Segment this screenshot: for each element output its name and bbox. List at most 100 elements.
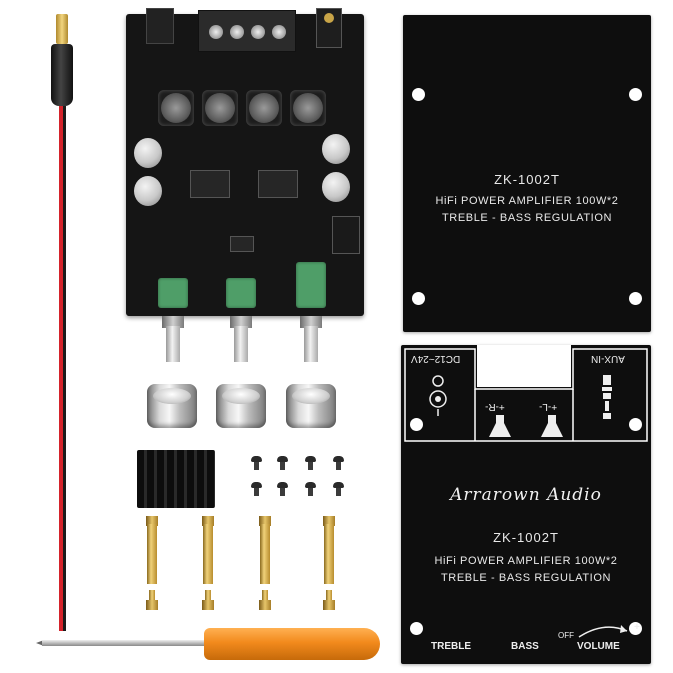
bass-label: BASS bbox=[511, 641, 539, 652]
standoff-thread bbox=[149, 590, 155, 602]
dc-plug-tip bbox=[56, 14, 68, 44]
bass-potentiometer bbox=[226, 278, 256, 308]
pot-shaft-base bbox=[162, 316, 184, 328]
mounting-hole bbox=[412, 88, 425, 101]
dc-plug-body bbox=[51, 44, 73, 106]
amplifier-chip bbox=[190, 170, 230, 198]
aluminum-knob bbox=[147, 384, 197, 428]
brass-standoff bbox=[147, 524, 157, 584]
standoff-nut bbox=[259, 600, 271, 610]
mounting-screw bbox=[305, 482, 316, 496]
terminal-screw bbox=[209, 25, 223, 39]
right-channel-label: +-R- bbox=[485, 401, 505, 412]
brass-standoff bbox=[260, 524, 270, 584]
dc-voltage-label: DC12~24V bbox=[411, 353, 461, 364]
screwdriver-tip bbox=[36, 640, 44, 646]
capacitor bbox=[322, 172, 350, 202]
brass-standoff bbox=[203, 524, 213, 584]
aluminum-knob bbox=[286, 384, 336, 428]
model-label: ZK-1002T bbox=[493, 530, 559, 545]
ic-chip bbox=[230, 236, 254, 252]
mounting-screw bbox=[333, 482, 344, 496]
mounting-hole bbox=[412, 292, 425, 305]
volume-arc-icon bbox=[578, 625, 628, 638]
mounting-hole bbox=[410, 418, 423, 431]
volume-plus-label: + bbox=[634, 622, 640, 633]
mounting-hole bbox=[629, 622, 642, 635]
aux-in-label: AUX-IN bbox=[591, 353, 625, 364]
pot-shaft bbox=[166, 326, 180, 362]
aluminum-knob bbox=[216, 384, 266, 428]
standoff-nut bbox=[202, 600, 214, 610]
mounting-screw bbox=[251, 482, 262, 496]
model-label: ZK-1002T bbox=[494, 172, 560, 187]
speaker-icon bbox=[541, 415, 563, 437]
regulation-label: TREBLE - BASS REGULATION bbox=[441, 212, 613, 224]
knob-cap bbox=[222, 388, 260, 404]
aux-plug-icon bbox=[602, 375, 612, 419]
standoff-thread bbox=[262, 590, 268, 602]
mounting-hole bbox=[629, 292, 642, 305]
mounting-screw bbox=[277, 456, 288, 470]
inductor-coil bbox=[246, 90, 282, 126]
screwdriver-handle bbox=[204, 628, 380, 660]
title-label: HiFi POWER AMPLIFIER 100W*2 bbox=[434, 555, 618, 567]
dc-power-cable bbox=[48, 14, 78, 634]
left-channel-label: +-L- bbox=[539, 401, 558, 412]
speaker-terminal-block bbox=[198, 10, 296, 52]
knob-cap bbox=[153, 388, 191, 404]
capacitor bbox=[134, 138, 162, 168]
wire-black bbox=[63, 106, 66, 631]
standoff-nut bbox=[323, 516, 335, 526]
title-label: HiFi POWER AMPLIFIER 100W*2 bbox=[435, 195, 619, 207]
brass-standoff bbox=[324, 524, 334, 584]
wire-red bbox=[59, 106, 63, 631]
knob-cap bbox=[292, 388, 330, 404]
dc-power-icon bbox=[429, 375, 447, 416]
pot-shaft-base bbox=[230, 316, 252, 328]
standoff-nut bbox=[202, 516, 214, 526]
standoff-nut bbox=[323, 600, 335, 610]
treble-potentiometer bbox=[158, 278, 188, 308]
amplifier-board bbox=[126, 8, 364, 316]
terminal-screw bbox=[230, 25, 244, 39]
standoff-nut bbox=[146, 516, 158, 526]
terminal-screw bbox=[272, 25, 286, 39]
terminal-screw bbox=[251, 25, 265, 39]
pot-shaft bbox=[304, 326, 318, 362]
standoff-thread bbox=[205, 590, 211, 602]
screwdriver-shaft bbox=[42, 640, 210, 646]
volume-label: VOLUME bbox=[577, 641, 620, 652]
inductor-coil bbox=[202, 90, 238, 126]
regulation-label: TREBLE - BASS REGULATION bbox=[440, 572, 612, 584]
aux-jack-ring bbox=[324, 13, 334, 23]
mounting-screw bbox=[305, 456, 316, 470]
volume-potentiometer bbox=[296, 262, 326, 308]
bluetooth-module bbox=[332, 216, 360, 254]
amplifier-chip bbox=[258, 170, 298, 198]
pot-shaft-base bbox=[300, 316, 322, 328]
mounting-hole bbox=[629, 418, 642, 431]
capacitor bbox=[134, 176, 162, 206]
speaker-icon bbox=[489, 415, 511, 437]
dc-jack bbox=[146, 8, 174, 44]
bottom-acrylic-panel: DC12~24V AUX-IN +-R- +-L- Arrarown Audio… bbox=[401, 345, 651, 664]
pot-shaft bbox=[234, 326, 248, 362]
standoff-nut bbox=[146, 600, 158, 610]
screwdriver bbox=[36, 622, 386, 668]
mounting-screw bbox=[277, 482, 288, 496]
panel-frame-outline bbox=[404, 348, 648, 442]
standoff-nut bbox=[259, 516, 271, 526]
volume-off-label: OFF bbox=[558, 631, 574, 640]
standoff-thread bbox=[326, 590, 332, 602]
panel-cutout bbox=[477, 345, 571, 387]
mounting-hole bbox=[629, 88, 642, 101]
mounting-screw bbox=[251, 456, 262, 470]
inductor-coil bbox=[290, 90, 326, 126]
inductor-coil bbox=[158, 90, 194, 126]
brand-label: Arrarown Audio bbox=[450, 485, 602, 505]
heatsink bbox=[137, 450, 215, 508]
aux-jack bbox=[316, 8, 342, 48]
mounting-hole bbox=[410, 622, 423, 635]
capacitor bbox=[322, 134, 350, 164]
